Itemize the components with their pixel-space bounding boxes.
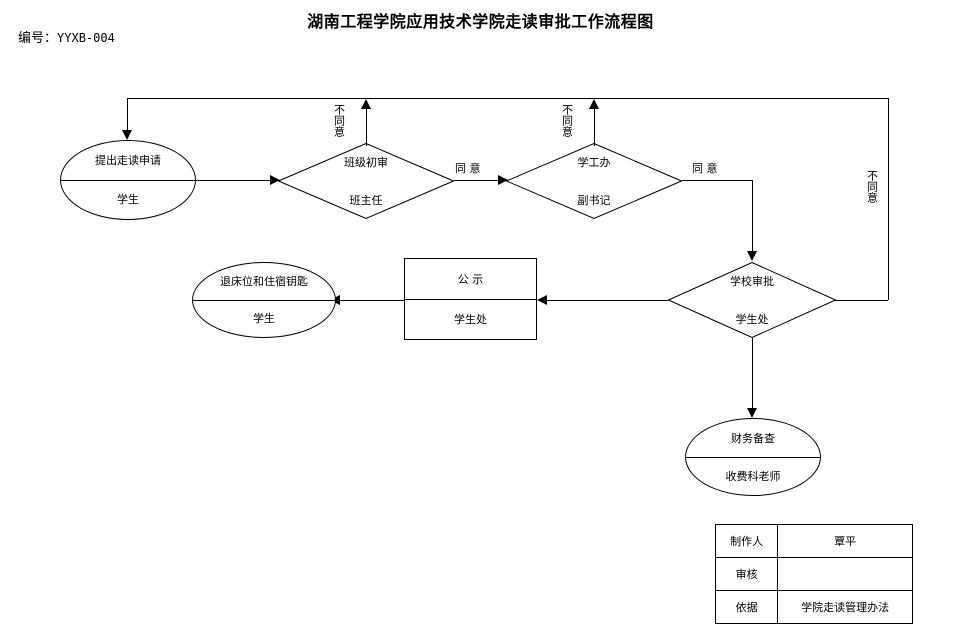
node-class-review[interactable]: 班级初审 班主任 xyxy=(278,143,454,219)
node-class-review-top-label: 班级初审 xyxy=(344,155,388,169)
top-return-down-line xyxy=(127,98,128,136)
node-apply[interactable]: 提出走读申请 学生 xyxy=(60,140,196,220)
table-cell-key: 依据 xyxy=(714,590,779,624)
edge-label-school-disagree: 不同意 xyxy=(865,170,879,203)
arrow-into-office xyxy=(498,175,508,185)
school-disagree-vertical-line xyxy=(888,98,889,300)
arrow-office-disagree xyxy=(589,99,599,109)
table-cell-value: 学院走读管理办法 xyxy=(777,590,913,624)
table-row: 依据 学院走读管理办法 xyxy=(714,590,913,624)
node-return-bed-top-label: 退床位和住宿钥匙 xyxy=(220,275,308,288)
node-apply-divider xyxy=(61,180,195,181)
node-student-affairs-office-bottom-label: 副书记 xyxy=(577,193,611,207)
node-student-affairs-office-top-label: 学工办 xyxy=(577,155,611,169)
table-row: 审核 xyxy=(714,557,913,591)
edge-label-agree-class-to-office: 同 意 xyxy=(455,162,481,175)
node-apply-bottom-label: 学生 xyxy=(117,193,139,206)
document-number: 编号：YYXB-004 xyxy=(18,27,115,46)
node-finance-check-divider xyxy=(686,457,820,458)
node-student-affairs-office-shape xyxy=(506,143,682,219)
node-public-notice-top-label: 公 示 xyxy=(457,272,484,286)
edge-notice-to-return-line xyxy=(338,300,404,301)
node-school-approval-bottom-label: 学生处 xyxy=(735,312,769,326)
edge-label-agree-office-to-school: 同 意 xyxy=(692,162,718,175)
node-finance-check-bottom-label: 收费科老师 xyxy=(725,469,781,483)
document-number-code: YYXB-004 xyxy=(57,31,115,45)
node-public-notice[interactable]: 公 示 学生处 xyxy=(404,258,537,340)
node-class-review-bottom-label: 班主任 xyxy=(349,193,383,207)
document-number-label: 编号： xyxy=(18,31,58,46)
node-return-bed-bottom-label: 学生 xyxy=(253,312,275,325)
edge-label-office-disagree: 不同意 xyxy=(560,104,574,137)
edge-school-to-finance-line xyxy=(752,338,753,413)
table-row: 制作人 覃平 xyxy=(714,524,913,558)
signature-table: 制作人 覃平 审核 依据 学院走读管理办法 xyxy=(714,524,913,624)
node-return-bed[interactable]: 退床位和住宿钥匙 学生 xyxy=(192,262,336,338)
school-disagree-horizontal-line xyxy=(818,300,888,301)
node-student-affairs-office[interactable]: 学工办 副书记 xyxy=(506,143,682,219)
arrow-into-school-approval xyxy=(747,251,757,261)
node-public-notice-bottom-label: 学生处 xyxy=(454,312,487,326)
node-finance-check[interactable]: 财务备查 收费科老师 xyxy=(685,418,821,496)
table-cell-key: 审核 xyxy=(714,557,779,591)
edge-office-to-school-horizontal-line xyxy=(682,180,752,181)
page-title: 湖南工程学院应用技术学院走读审批工作流程图 xyxy=(307,12,654,31)
table-cell-value xyxy=(777,557,913,591)
top-return-horizontal-line xyxy=(127,98,888,99)
arrow-into-public-notice xyxy=(537,295,547,305)
class-disagree-vertical-line xyxy=(366,108,367,146)
arrow-into-apply xyxy=(122,130,132,140)
node-class-review-shape xyxy=(278,143,454,219)
table-cell-key: 制作人 xyxy=(714,524,779,558)
node-apply-top-label: 提出走读申请 xyxy=(95,154,161,167)
edge-school-to-notice-line xyxy=(545,300,668,301)
node-school-approval-top-label: 学校审批 xyxy=(730,274,774,288)
arrow-class-disagree xyxy=(361,99,371,109)
edge-label-class-disagree: 不同意 xyxy=(332,104,346,137)
node-public-notice-divider xyxy=(405,299,536,300)
table-cell-value: 覃平 xyxy=(777,524,913,558)
office-disagree-vertical-line xyxy=(594,108,595,146)
node-finance-check-top-label: 财务备查 xyxy=(731,431,775,445)
node-school-approval[interactable]: 学校审批 学生处 xyxy=(668,262,836,338)
edge-class-to-office-line xyxy=(454,180,506,181)
edge-office-to-school-vertical-line xyxy=(752,180,753,256)
node-school-approval-shape xyxy=(668,262,836,338)
node-return-bed-divider xyxy=(193,300,335,301)
arrow-into-class-review xyxy=(270,175,280,185)
arrow-into-finance-check xyxy=(747,408,757,418)
edge-apply-to-class-line xyxy=(196,180,276,181)
